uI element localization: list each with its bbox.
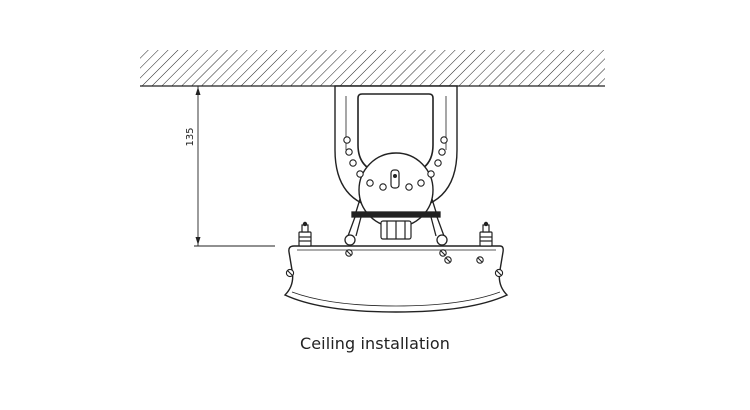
left-terminal-post: [298, 221, 312, 247]
right-terminal-post: [479, 221, 493, 247]
diagram-caption: Ceiling installation: [299, 334, 451, 353]
dimension-label: 135: [185, 127, 196, 146]
ceiling: [140, 50, 605, 87]
lamp-housing: [283, 245, 509, 313]
housing-screws: [285, 249, 504, 278]
hinge-arms: [344, 216, 448, 246]
mounting-bracket: [334, 85, 458, 228]
neck-collar: [351, 198, 441, 218]
bracket-holes: [343, 136, 448, 191]
cable-gland: [380, 220, 412, 240]
height-dimension: [194, 86, 275, 247]
